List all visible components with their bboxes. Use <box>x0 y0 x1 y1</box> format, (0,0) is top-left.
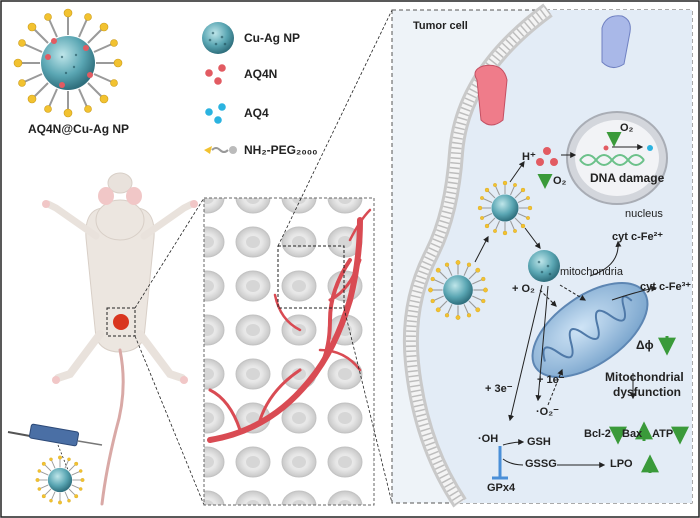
bcl2-label: Bcl-2 <box>584 428 611 440</box>
blood-vessels <box>207 208 372 443</box>
aq4n-cu-ag-nanoparticle-icon <box>13 8 123 118</box>
gpx4-label: GPx4 <box>487 482 516 494</box>
legend-aq4-icon <box>205 103 226 124</box>
legend-label-cu-ag-np: Cu-Ag NP <box>244 31 300 45</box>
tumor-tissue-panel <box>203 197 375 506</box>
hydroxyl-label: ·OH <box>478 433 499 445</box>
legend-label-peg: NH₂-PEG₂₀₀₀ <box>244 143 318 157</box>
delta-phi-label: Δϕ <box>636 338 654 352</box>
membrane-receptor-pink <box>474 64 508 126</box>
dna-damage-label: DNA damage <box>590 171 665 185</box>
atp-label: ATP <box>652 428 674 440</box>
injected-nanoparticle-icon <box>35 455 85 505</box>
cyt-fe2-label: cyt c-Fe²⁺ <box>612 231 664 243</box>
legend-aq4n-icon <box>205 64 226 85</box>
superoxide-label: ·O₂⁻ <box>536 406 559 418</box>
internalized-nanoparticle-icon <box>477 180 533 236</box>
plus-1e-label: + 1e⁻ <box>537 374 565 386</box>
mito-dysfunction-line1: Mitochondrial <box>605 370 684 384</box>
lpo-label: LPO <box>610 458 633 470</box>
legend-cu-ag-np-icon <box>202 22 234 54</box>
extracellular-nanoparticle-icon <box>427 259 489 321</box>
mouse-illustration <box>42 172 198 506</box>
legend-label-aq4n: AQ4N <box>244 67 278 81</box>
tumor-site <box>113 314 129 330</box>
gssg-label: GSSG <box>525 458 557 470</box>
plus-o2-label: + O₂ <box>512 283 535 295</box>
cell-membrane <box>402 3 553 508</box>
tumor-zoom-box <box>106 307 136 337</box>
nucleus-o2-label: O₂ <box>620 122 634 134</box>
nucleus <box>566 111 668 205</box>
mito-dysfunction-line2: dysfunction <box>613 385 681 399</box>
h-plus-label: H⁺ <box>522 151 536 163</box>
legend-peg-icon <box>204 146 237 154</box>
gsh-label: GSH <box>527 436 551 448</box>
membrane-receptor-blue <box>601 15 631 68</box>
released-cu-ag-np-icon <box>528 250 560 282</box>
cell-zoom-box <box>277 245 345 309</box>
nucleus-label: nucleus <box>625 208 663 220</box>
cyt-fe3-label: cyt c-Fe³⁺ <box>640 281 692 293</box>
tumor-cell-title: Tumor cell <box>413 20 468 32</box>
nanoparticle-caption: AQ4N@Cu-Ag NP <box>28 122 130 136</box>
mitochondrion <box>531 282 649 378</box>
tumor-cell-panel <box>391 3 693 508</box>
released-aq4n-dots <box>536 147 558 166</box>
bax-label: Bax <box>622 428 643 440</box>
syringe-icon <box>7 423 103 447</box>
o2-down-label: O₂ <box>553 175 567 187</box>
mitochondria-label: mitochondria <box>560 266 623 278</box>
legend-label-aq4: AQ4 <box>244 106 269 120</box>
plus-3e-label: + 3e⁻ <box>485 383 513 395</box>
